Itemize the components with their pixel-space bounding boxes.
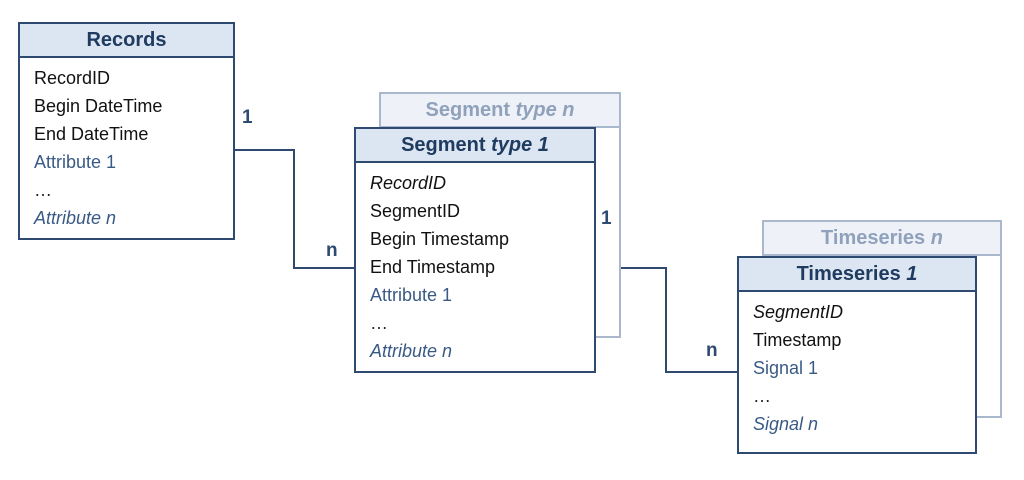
segment-cardinality-many: n — [326, 240, 338, 261]
timeseries-field-timestamp: Timestamp — [753, 330, 842, 350]
segment-type-n-title: Segment type n — [381, 94, 619, 128]
segment-field-ellipsis: … — [370, 313, 388, 333]
segment-field-end-timestamp: End Timestamp — [370, 257, 496, 277]
timeseries-1-table[interactable]: Timeseries 1 SegmentID Timestamp Signal … — [737, 256, 977, 454]
records-field-ellipsis: … — [34, 180, 52, 200]
timeseries-n-title: Timeseries n — [764, 222, 1000, 256]
records-cardinality-one: 1 — [242, 107, 253, 128]
segment-field-segmentid: SegmentID — [370, 201, 461, 221]
timeseries-field-signal-n: Signal n — [753, 414, 819, 434]
timeseries-1-title: Timeseries 1 — [739, 258, 975, 292]
timeseries-field-signal-1: Signal 1 — [753, 358, 819, 378]
segment-type-1-title: Segment type 1 — [356, 129, 594, 163]
records-field-begin-datetime: Begin DateTime — [34, 96, 163, 116]
timeseries-cardinality-many: n — [706, 340, 718, 361]
records-field-end-datetime: End DateTime — [34, 124, 149, 144]
segment-field-attribute-1: Attribute 1 — [370, 285, 453, 305]
records-segment-connector — [235, 149, 354, 269]
records-table[interactable]: Records RecordID Begin DateTime End Date… — [18, 22, 235, 240]
records-table-title: Records — [20, 24, 233, 58]
segment-timeseries-connector — [596, 267, 737, 373]
segment-field-recordid: RecordID — [370, 173, 447, 193]
records-field-recordid: RecordID — [34, 68, 111, 88]
timeseries-field-ellipsis: … — [753, 386, 771, 406]
segment-cardinality-one: 1 — [601, 208, 612, 229]
records-field-attribute-n: Attribute n — [34, 208, 117, 228]
segment-field-attribute-n: Attribute n — [370, 341, 453, 361]
segment-type-1-table[interactable]: Segment type 1 RecordID SegmentID Begin … — [354, 127, 596, 373]
timeseries-field-segmentid: SegmentID — [753, 302, 844, 322]
records-field-attribute-1: Attribute 1 — [34, 152, 117, 172]
segment-field-begin-timestamp: Begin Timestamp — [370, 229, 510, 249]
